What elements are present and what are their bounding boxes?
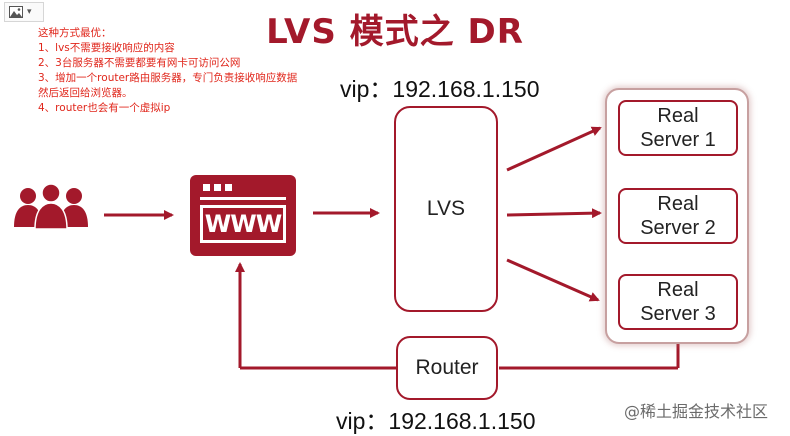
real-server-2: Real Server 2 bbox=[618, 188, 738, 244]
window-divider bbox=[200, 197, 286, 200]
note-line: 3、增加一个router路由服务器，专门负责接收响应数据 bbox=[38, 72, 298, 84]
window-dot bbox=[214, 184, 221, 191]
server-label-line2: Server 1 bbox=[640, 129, 716, 151]
server-label-line1: Real bbox=[657, 105, 699, 127]
arrow-lvs-to-server2 bbox=[506, 208, 602, 219]
server-label-line1: Real bbox=[657, 279, 699, 301]
arrow-lvs-to-server1 bbox=[506, 126, 602, 172]
vip-label-router: vip：192.168.1.150 bbox=[336, 408, 536, 434]
note-line: 然后返回给浏览器。 bbox=[38, 87, 133, 99]
users-group-icon bbox=[14, 183, 88, 230]
image-toolbar[interactable]: ▾ bbox=[4, 2, 44, 22]
watermark: @稀土掘金技术社区 bbox=[624, 402, 769, 421]
arrow-lvs-to-server3 bbox=[506, 258, 600, 302]
notes-list: 这种方式最优： 1、lvs不需要接收响应的内容 2、3台服务器不需要都要有网卡可… bbox=[38, 26, 338, 116]
vip-label-lvs: vip：192.168.1.150 bbox=[340, 76, 540, 102]
window-dot bbox=[225, 184, 232, 191]
note-line: 2、3台服务器不需要都要有网卡可访问公网 bbox=[38, 57, 241, 69]
browser-window-icon: WWW bbox=[190, 175, 296, 256]
server-label-line2: Server 3 bbox=[640, 303, 716, 325]
chevron-down-icon[interactable]: ▾ bbox=[27, 7, 32, 17]
note-line: 4、router也会有一个虚拟ip bbox=[38, 102, 171, 114]
diagram-title: LVS 模式之 DR bbox=[266, 12, 524, 52]
note-line: 1、lvs不需要接收响应的内容 bbox=[38, 42, 175, 54]
router-node: Router bbox=[396, 336, 498, 400]
image-icon[interactable] bbox=[9, 6, 23, 18]
real-server-3: Real Server 3 bbox=[618, 274, 738, 330]
server-label-line2: Server 2 bbox=[640, 217, 716, 239]
real-server-1: Real Server 1 bbox=[618, 100, 738, 156]
server-label-line1: Real bbox=[657, 193, 699, 215]
lvs-node: LVS bbox=[394, 106, 498, 312]
note-line: 这种方式最优： bbox=[38, 27, 112, 39]
lvs-label: LVS bbox=[426, 197, 466, 220]
www-label: WWW bbox=[200, 205, 286, 243]
router-label: Router bbox=[415, 356, 479, 379]
window-dot bbox=[203, 184, 210, 191]
